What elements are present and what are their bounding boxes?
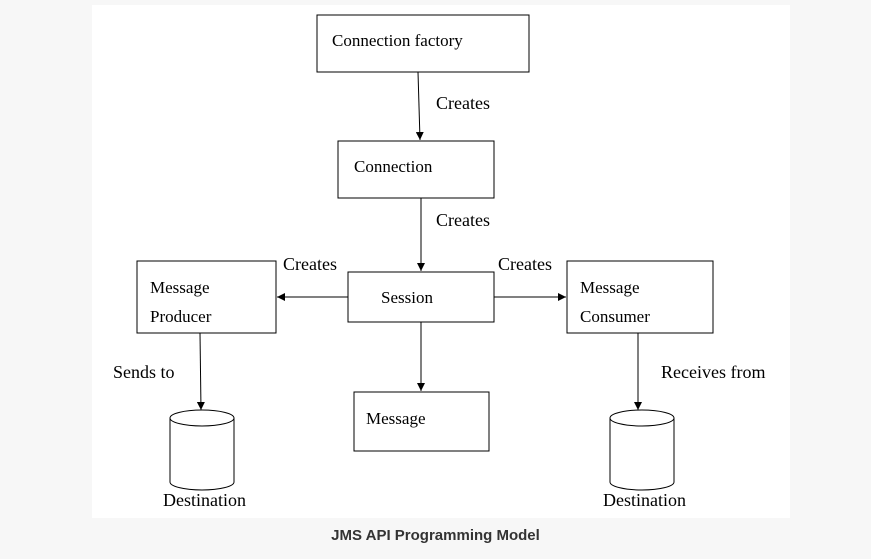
destination-right-label: Destination — [603, 490, 686, 510]
edge-label-factory-connection: Creates — [436, 93, 490, 113]
connection-label: Connection — [354, 157, 433, 176]
session-box: Session — [347, 271, 495, 323]
destination-left-label: Destination — [163, 490, 246, 510]
edge-label-producer-destination: Sends to — [113, 362, 175, 382]
message-consumer-box: Message Consumer — [566, 260, 714, 334]
destination-right-cylinder-icon — [609, 409, 675, 491]
message-consumer-label-line2: Consumer — [580, 307, 650, 326]
edge-label-session-producer: Creates — [283, 254, 337, 274]
message-producer-label-line2: Producer — [150, 307, 212, 326]
message-box: Message — [353, 391, 490, 452]
connection-box: Connection — [337, 140, 495, 199]
edge-label-connection-session: Creates — [436, 210, 490, 230]
message-consumer-label-line1: Message — [580, 278, 639, 297]
edge-label-consumer-destination: Receives from — [661, 362, 765, 382]
connection-factory-label: Connection factory — [332, 31, 463, 50]
arrow-factory-to-connection — [415, 71, 424, 141]
message-producer-label-line1: Message — [150, 278, 209, 297]
arrow-producer-to-destination — [196, 332, 205, 411]
destination-left-cylinder-icon — [169, 409, 235, 491]
message-producer-box: Message Producer — [136, 260, 277, 334]
message-label: Message — [366, 409, 425, 428]
connection-factory-box: Connection factory — [316, 14, 530, 73]
session-label: Session — [381, 288, 433, 307]
diagram-caption: JMS API Programming Model — [331, 527, 540, 544]
edge-label-session-consumer: Creates — [498, 254, 552, 274]
